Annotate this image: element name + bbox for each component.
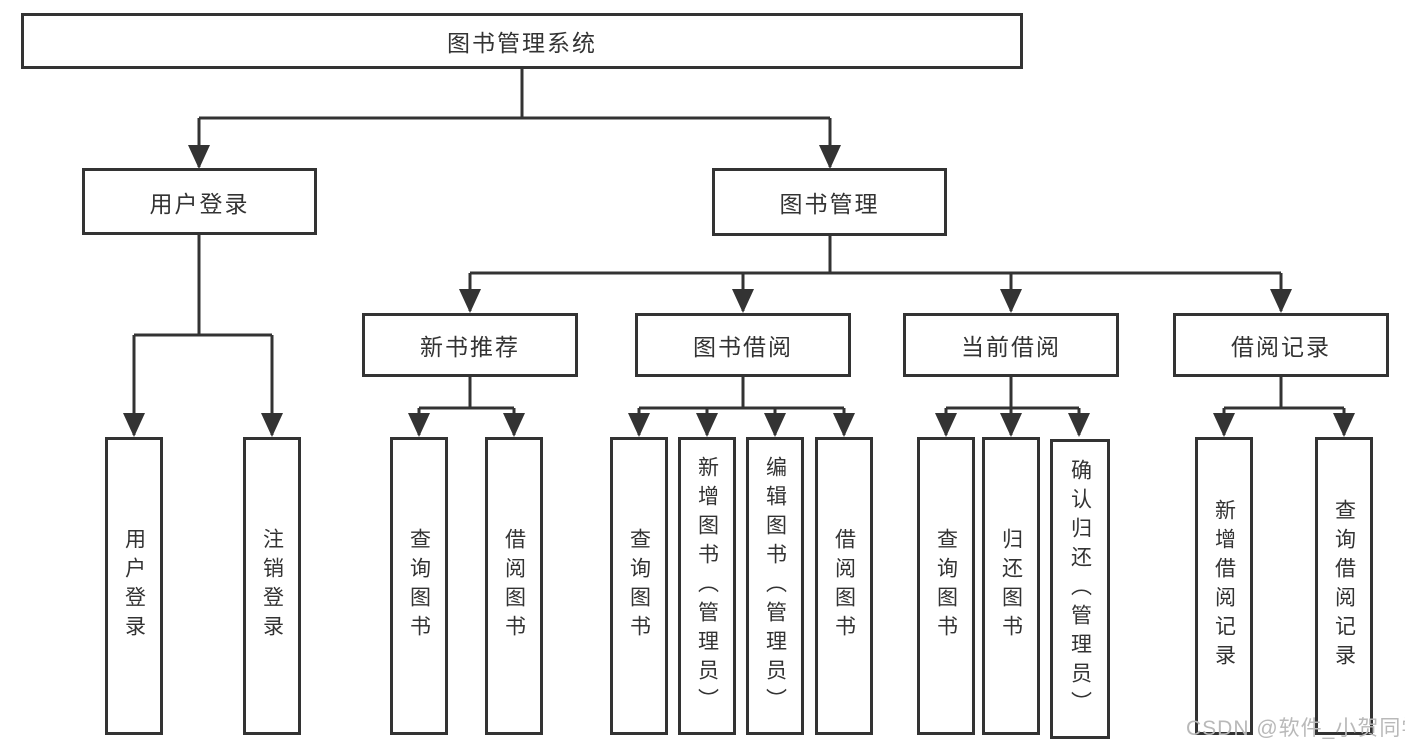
node-library-system-label: 图书管理系统 xyxy=(447,30,597,56)
node-book-management: 图书管理 xyxy=(712,168,947,236)
leaf-logout-label: 注销登录 xyxy=(260,528,284,644)
leaf-borrow-add-book: 新增图书（管理员） xyxy=(678,437,736,735)
leaf-newbook-query-book: 查询图书 xyxy=(390,437,448,735)
leaf-borrow-edit-book-label: 编辑图书（管理员） xyxy=(763,455,787,717)
leaf-current-query-book-label: 查询图书 xyxy=(934,528,958,644)
leaf-borrow-query-book: 查询图书 xyxy=(610,437,668,735)
node-user-login: 用户登录 xyxy=(82,168,317,235)
leaf-records-query-record-label: 查询借阅记录 xyxy=(1332,499,1356,673)
leaf-current-return-book: 归还图书 xyxy=(982,437,1040,735)
node-book-borrow: 图书借阅 xyxy=(635,313,851,377)
node-user-login-label: 用户登录 xyxy=(149,190,250,217)
leaf-user-login-label: 用户登录 xyxy=(122,528,146,644)
node-new-book-recommend: 新书推荐 xyxy=(362,313,578,377)
node-current-borrow: 当前借阅 xyxy=(903,313,1119,377)
leaf-logout: 注销登录 xyxy=(243,437,301,735)
leaf-borrow-borrow-book: 借阅图书 xyxy=(815,437,873,735)
leaf-records-add-record: 新增借阅记录 xyxy=(1195,437,1253,735)
node-book-borrow-label: 图书借阅 xyxy=(693,334,793,360)
leaf-records-query-record: 查询借阅记录 xyxy=(1315,437,1373,735)
leaf-newbook-query-book-label: 查询图书 xyxy=(407,528,431,644)
leaf-current-query-book: 查询图书 xyxy=(917,437,975,735)
node-current-borrow-label: 当前借阅 xyxy=(961,334,1061,360)
node-borrow-records-label: 借阅记录 xyxy=(1231,334,1331,360)
arrowheads xyxy=(123,145,1355,437)
node-borrow-records: 借阅记录 xyxy=(1173,313,1389,377)
leaf-borrow-query-book-label: 查询图书 xyxy=(627,528,651,644)
leaf-newbook-borrow-book-label: 借阅图书 xyxy=(502,528,526,644)
leaf-current-return-book-label: 归还图书 xyxy=(999,528,1023,644)
leaf-current-confirm-return: 确认归还（管理员） xyxy=(1050,439,1110,739)
node-library-system: 图书管理系统 xyxy=(21,13,1023,69)
leaf-borrow-add-book-label: 新增图书（管理员） xyxy=(695,455,719,717)
leaf-borrow-borrow-book-label: 借阅图书 xyxy=(832,528,856,644)
leaf-borrow-edit-book: 编辑图书（管理员） xyxy=(746,437,804,735)
leaf-newbook-borrow-book: 借阅图书 xyxy=(485,437,543,735)
watermark-text: CSDN @软件_小贺同学 xyxy=(1186,717,1405,740)
node-new-book-recommend-label: 新书推荐 xyxy=(420,334,520,360)
leaf-current-confirm-return-label: 确认归还（管理员） xyxy=(1068,458,1092,720)
leaf-records-add-record-label: 新增借阅记录 xyxy=(1212,499,1236,673)
node-book-management-label: 图书管理 xyxy=(779,191,880,217)
leaf-user-login: 用户登录 xyxy=(105,437,163,735)
